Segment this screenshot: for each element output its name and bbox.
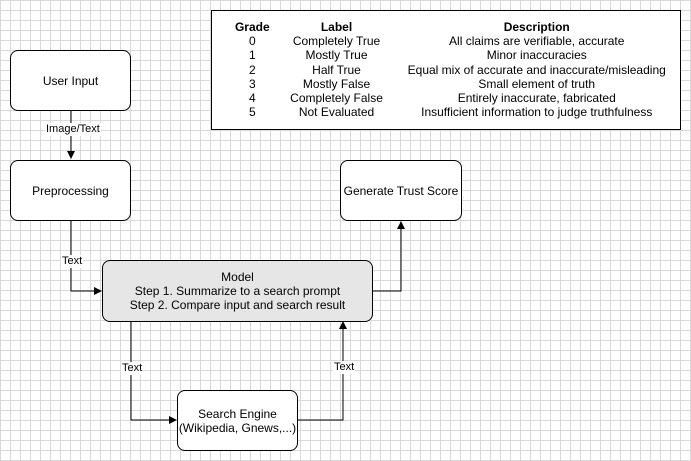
legend-row: 0 Completely True All claims are verifia… xyxy=(225,34,680,48)
trust-score-node: Generate Trust Score xyxy=(340,160,462,221)
edge-search-to-model xyxy=(297,321,347,421)
legend-row: 5 Not Evaluated Insufficient information… xyxy=(225,105,680,119)
legend-description: Entirely inaccurate, fabricated xyxy=(457,91,616,106)
model-step-1: Step 1. Summarize to a search prompt xyxy=(134,284,341,298)
user-input-node: User Input xyxy=(10,50,131,111)
legend-header-grade: Grade xyxy=(234,20,270,34)
legend-row: 2 Half True Equal mix of accurate and in… xyxy=(225,63,680,77)
grade-legend-table: Grade Label Description 0 Completely Tru… xyxy=(211,10,681,130)
search-engine-node: Search Engine (Wikipedia, Gnews,...) xyxy=(177,390,298,451)
legend-description: Minor inaccuracies xyxy=(486,48,587,63)
legend-grade: 1 xyxy=(248,48,256,63)
edge-label-image-text: Image/Text xyxy=(45,123,101,136)
edge-model-to-search xyxy=(130,321,177,424)
legend-header-description: Description xyxy=(503,20,570,34)
legend-row: 3 Mostly False Small element of truth xyxy=(225,77,680,91)
model-step-2: Step 2. Compare input and search result xyxy=(129,298,346,312)
edge-label-text-from-search: Text xyxy=(333,361,356,374)
trust-score-label: Generate Trust Score xyxy=(343,183,459,198)
legend-grade: 4 xyxy=(248,91,256,106)
legend-description: Equal mix of accurate and inaccurate/mis… xyxy=(407,62,666,77)
legend-label: Mostly False xyxy=(302,76,371,91)
edge-preprocessing-to-model xyxy=(70,220,102,295)
legend-label: Mostly True xyxy=(305,48,368,63)
edge-model-to-trust-score xyxy=(372,221,405,292)
legend-header-label: Label xyxy=(320,20,353,34)
legend-label: Half True xyxy=(312,62,361,77)
preprocessing-node: Preprocessing xyxy=(10,160,131,221)
legend-label: Not Evaluated xyxy=(298,105,375,120)
edge-label-text-to-model: Text xyxy=(61,255,84,268)
legend-description: Insufficient information to judge truthf… xyxy=(421,105,653,120)
legend-grade: 3 xyxy=(248,76,256,91)
model-node: Model Step 1. Summarize to a search prom… xyxy=(102,260,373,322)
model-title: Model xyxy=(221,270,254,284)
preprocessing-label: Preprocessing xyxy=(32,183,109,198)
legend-description: All claims are verifiable, accurate xyxy=(449,34,625,48)
legend-row: 4 Completely False Entirely inaccurate, … xyxy=(225,91,680,105)
edge-label-text-to-search: Text xyxy=(121,362,144,375)
search-engine-sources: (Wikipedia, Gnews,...) xyxy=(178,420,297,435)
user-input-label: User Input xyxy=(42,73,99,88)
search-engine-title: Search Engine xyxy=(198,406,277,421)
legend-grade: 0 xyxy=(248,34,256,48)
legend-label: Completely True xyxy=(292,34,381,48)
legend-row: 1 Mostly True Minor inaccuracies xyxy=(225,48,680,62)
legend-label: Completely False xyxy=(290,91,383,106)
legend-grade: 5 xyxy=(248,105,256,120)
legend-description: Small element of truth xyxy=(478,76,596,91)
legend-grade: 2 xyxy=(248,62,256,77)
